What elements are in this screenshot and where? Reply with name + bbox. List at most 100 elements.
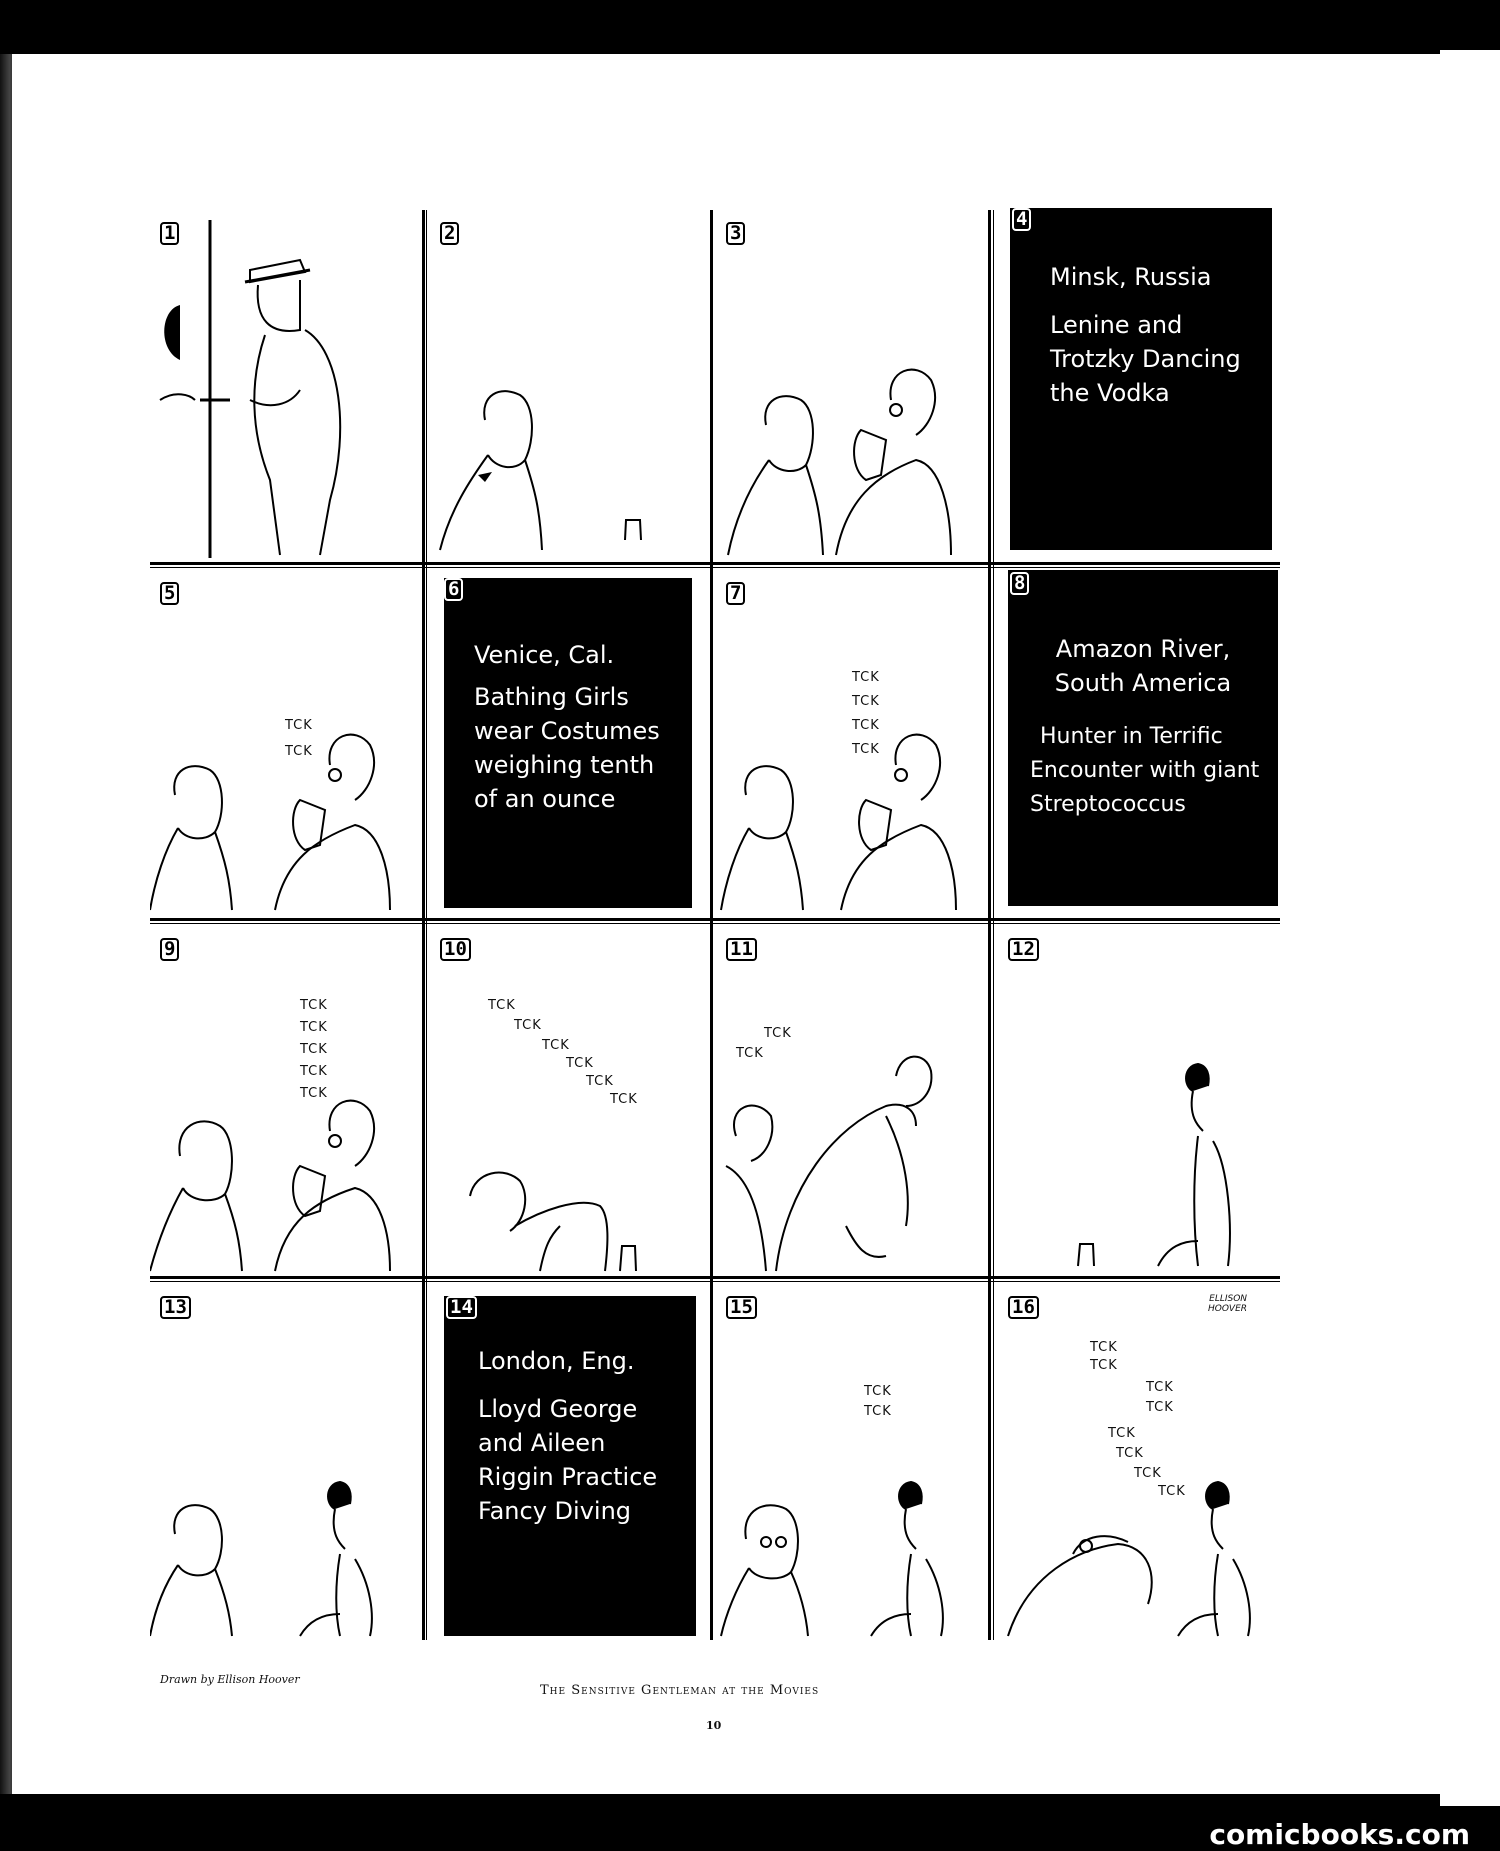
gentleman-seated-drawing xyxy=(439,390,642,551)
panel-3: 3 xyxy=(716,210,986,560)
panel-number: 8 xyxy=(1010,572,1030,595)
card-line: of an ounce xyxy=(474,785,616,813)
panel-number: 9 xyxy=(160,938,180,961)
comic-grid: 1 2 3 xyxy=(150,200,1280,1645)
divider xyxy=(988,210,991,1640)
fallen-gentleman-and-lady-drawing xyxy=(1007,1480,1251,1637)
sound-effect: TCK xyxy=(1146,1380,1174,1395)
sound-effect: TCK xyxy=(1090,1358,1118,1373)
lady-seated-drawing xyxy=(1077,1062,1231,1267)
title-card: Minsk, Russia Lenine and Trotzky Dancing… xyxy=(1010,208,1272,550)
card-line: Lloyd George xyxy=(478,1395,638,1423)
card-line: Bathing Girls xyxy=(474,683,629,711)
sound-effect: TCK xyxy=(285,718,313,733)
sound-effect: TCK xyxy=(542,1038,570,1053)
divider xyxy=(150,567,1280,568)
sound-effect: TCK xyxy=(1108,1426,1136,1441)
title-card: Venice, Cal. Bathing Girls wear Costumes… xyxy=(444,578,692,908)
sound-effect: TCK xyxy=(610,1092,638,1107)
title-card: Amazon River, South America Hunter in Te… xyxy=(1008,570,1278,906)
card-line: Amazon River, xyxy=(1055,635,1231,663)
card-line: Lenine and xyxy=(1050,311,1183,339)
gentleman-and-couple-drawing xyxy=(727,368,952,556)
sound-effect: TCK xyxy=(1116,1446,1144,1461)
card-line: weighing tenth xyxy=(474,751,655,779)
sound-effect: TCK xyxy=(864,1384,892,1399)
divider xyxy=(426,210,427,1640)
panel-11: 11 TCK TCK xyxy=(716,926,986,1274)
sound-effect: TCK xyxy=(852,670,880,685)
panel-number: 15 xyxy=(726,1296,757,1319)
panel-number: 13 xyxy=(160,1296,191,1319)
sound-effect: TCK xyxy=(285,744,313,759)
panel-7: 7 TCK TCK TCK TCK xyxy=(716,570,986,916)
page-number: 10 xyxy=(706,1719,722,1732)
panel-10: 10 TCK TCK TCK TCK TCK TCK xyxy=(430,926,706,1274)
panel-number: 16 xyxy=(1008,1296,1039,1319)
panel-9: 9 TCK TCK TCK TCK TCK xyxy=(150,926,420,1274)
card-line: Trotzky Dancing xyxy=(1050,345,1241,373)
gentleman-and-couple-drawing xyxy=(720,733,957,911)
panel-12: 12 xyxy=(998,926,1280,1274)
sound-effect: TCK xyxy=(736,1046,764,1061)
sound-effect: TCK xyxy=(852,718,880,733)
card-line: Riggin Practice xyxy=(478,1463,658,1491)
panel-number: 3 xyxy=(726,222,746,245)
divider xyxy=(422,210,425,1640)
credit-line: Drawn by Ellison Hoover xyxy=(160,1673,300,1686)
card-line: wear Costumes xyxy=(474,717,660,745)
card-line: Streptococcus xyxy=(1030,792,1186,817)
sound-effect: TCK xyxy=(586,1074,614,1089)
sound-effect: TCK xyxy=(488,998,516,1013)
title-card: London, Eng. Lloyd George and Aileen Rig… xyxy=(444,1296,696,1636)
panel-6: Venice, Cal. Bathing Girls wear Costumes… xyxy=(430,570,706,916)
divider xyxy=(150,918,1280,921)
panel-number: 6 xyxy=(444,578,464,601)
sound-effect: TCK xyxy=(764,1026,792,1041)
panel-number: 14 xyxy=(446,1296,477,1319)
watermark-logo: comicbooks.com xyxy=(1209,1818,1470,1851)
sound-effect: TCK xyxy=(300,1086,328,1101)
ticket-booth-drawing xyxy=(159,220,342,558)
sound-effect: TCK xyxy=(300,1042,328,1057)
card-line: Venice, Cal. xyxy=(474,641,615,669)
next-page-edge xyxy=(1440,50,1500,1806)
gentleman-and-couple-drawing xyxy=(150,733,391,911)
sound-effect: TCK xyxy=(1134,1466,1162,1481)
panel-number: 4 xyxy=(1012,208,1032,231)
panel-15: 15 TCK TCK xyxy=(716,1284,986,1640)
gentleman-and-couple-drawing xyxy=(150,1099,391,1272)
sound-effect: TCK xyxy=(1158,1484,1186,1499)
panel-number: 5 xyxy=(160,582,180,605)
sound-effect: TCK xyxy=(566,1056,594,1071)
card-line: London, Eng. xyxy=(478,1347,635,1375)
sound-effect: TCK xyxy=(300,1064,328,1079)
gentleman-bending-drawing xyxy=(469,1171,637,1272)
divider xyxy=(993,210,994,1640)
gentleman-leaving-drawing xyxy=(725,1055,933,1272)
sound-effect: TCK xyxy=(300,998,328,1013)
card-line: Fancy Diving xyxy=(478,1497,632,1525)
divider xyxy=(150,1281,1280,1282)
sound-effect: TCK xyxy=(864,1404,892,1419)
panel-number: 7 xyxy=(726,582,746,605)
card-line: and Aileen xyxy=(478,1429,606,1457)
card-line: the Vodka xyxy=(1050,379,1170,407)
panel-2: 2 xyxy=(430,210,706,560)
divider xyxy=(150,1276,1280,1279)
sound-effect: TCK xyxy=(300,1020,328,1035)
panel-number: 10 xyxy=(440,938,471,961)
panel-4: Minsk, Russia Lenine and Trotzky Dancing… xyxy=(998,200,1280,560)
panel-number: 12 xyxy=(1008,938,1039,961)
card-line: Hunter in Terrific xyxy=(1040,724,1223,749)
panel-number: 11 xyxy=(726,938,757,961)
divider xyxy=(150,562,1280,565)
comic-title: The Sensitive Gentleman at the Movies xyxy=(540,1683,820,1698)
panel-number: 2 xyxy=(440,222,460,245)
gentleman-and-lady-drawing xyxy=(150,1480,373,1637)
sound-effect: TCK xyxy=(852,742,880,757)
panel-14: London, Eng. Lloyd George and Aileen Rig… xyxy=(430,1284,706,1640)
card-line: South America xyxy=(1054,669,1232,697)
